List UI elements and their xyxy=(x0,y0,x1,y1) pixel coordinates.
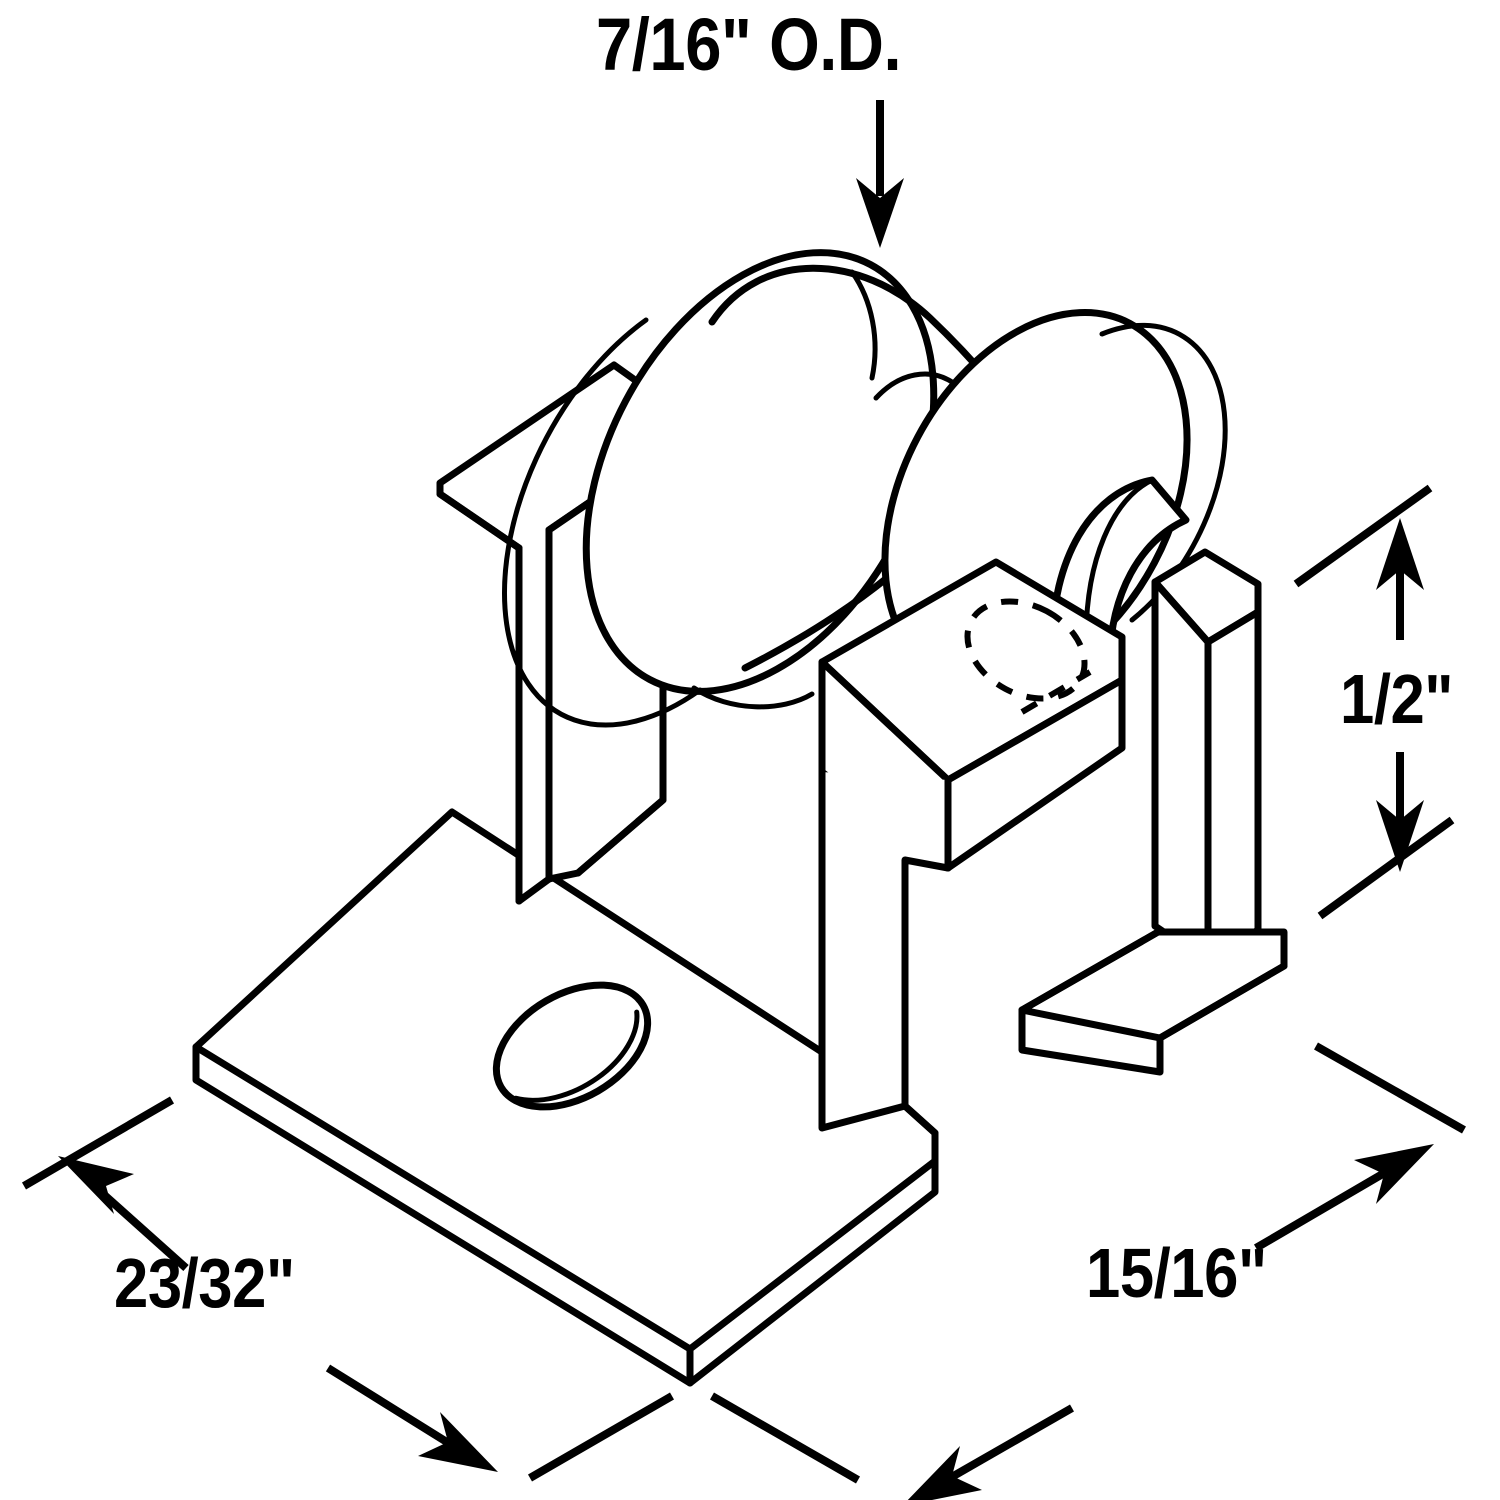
dimension-width xyxy=(710,1042,1466,1500)
dimension-height xyxy=(1293,484,1455,920)
right-bracket-post xyxy=(818,548,1262,1132)
dimension-label-width: 15/16" xyxy=(1086,1234,1267,1312)
dimension-label-depth: 23/32" xyxy=(114,1244,295,1322)
dimension-label-outer-diameter: 7/16" O.D. xyxy=(596,3,902,86)
hidden-bore xyxy=(964,598,1092,715)
dimension-label-height: 1/2" xyxy=(1340,660,1454,738)
mounting-hole xyxy=(492,981,652,1111)
right-foot xyxy=(1018,928,1288,1076)
dimension-depth xyxy=(21,1096,675,1482)
dimension-outer-diameter xyxy=(856,100,904,248)
